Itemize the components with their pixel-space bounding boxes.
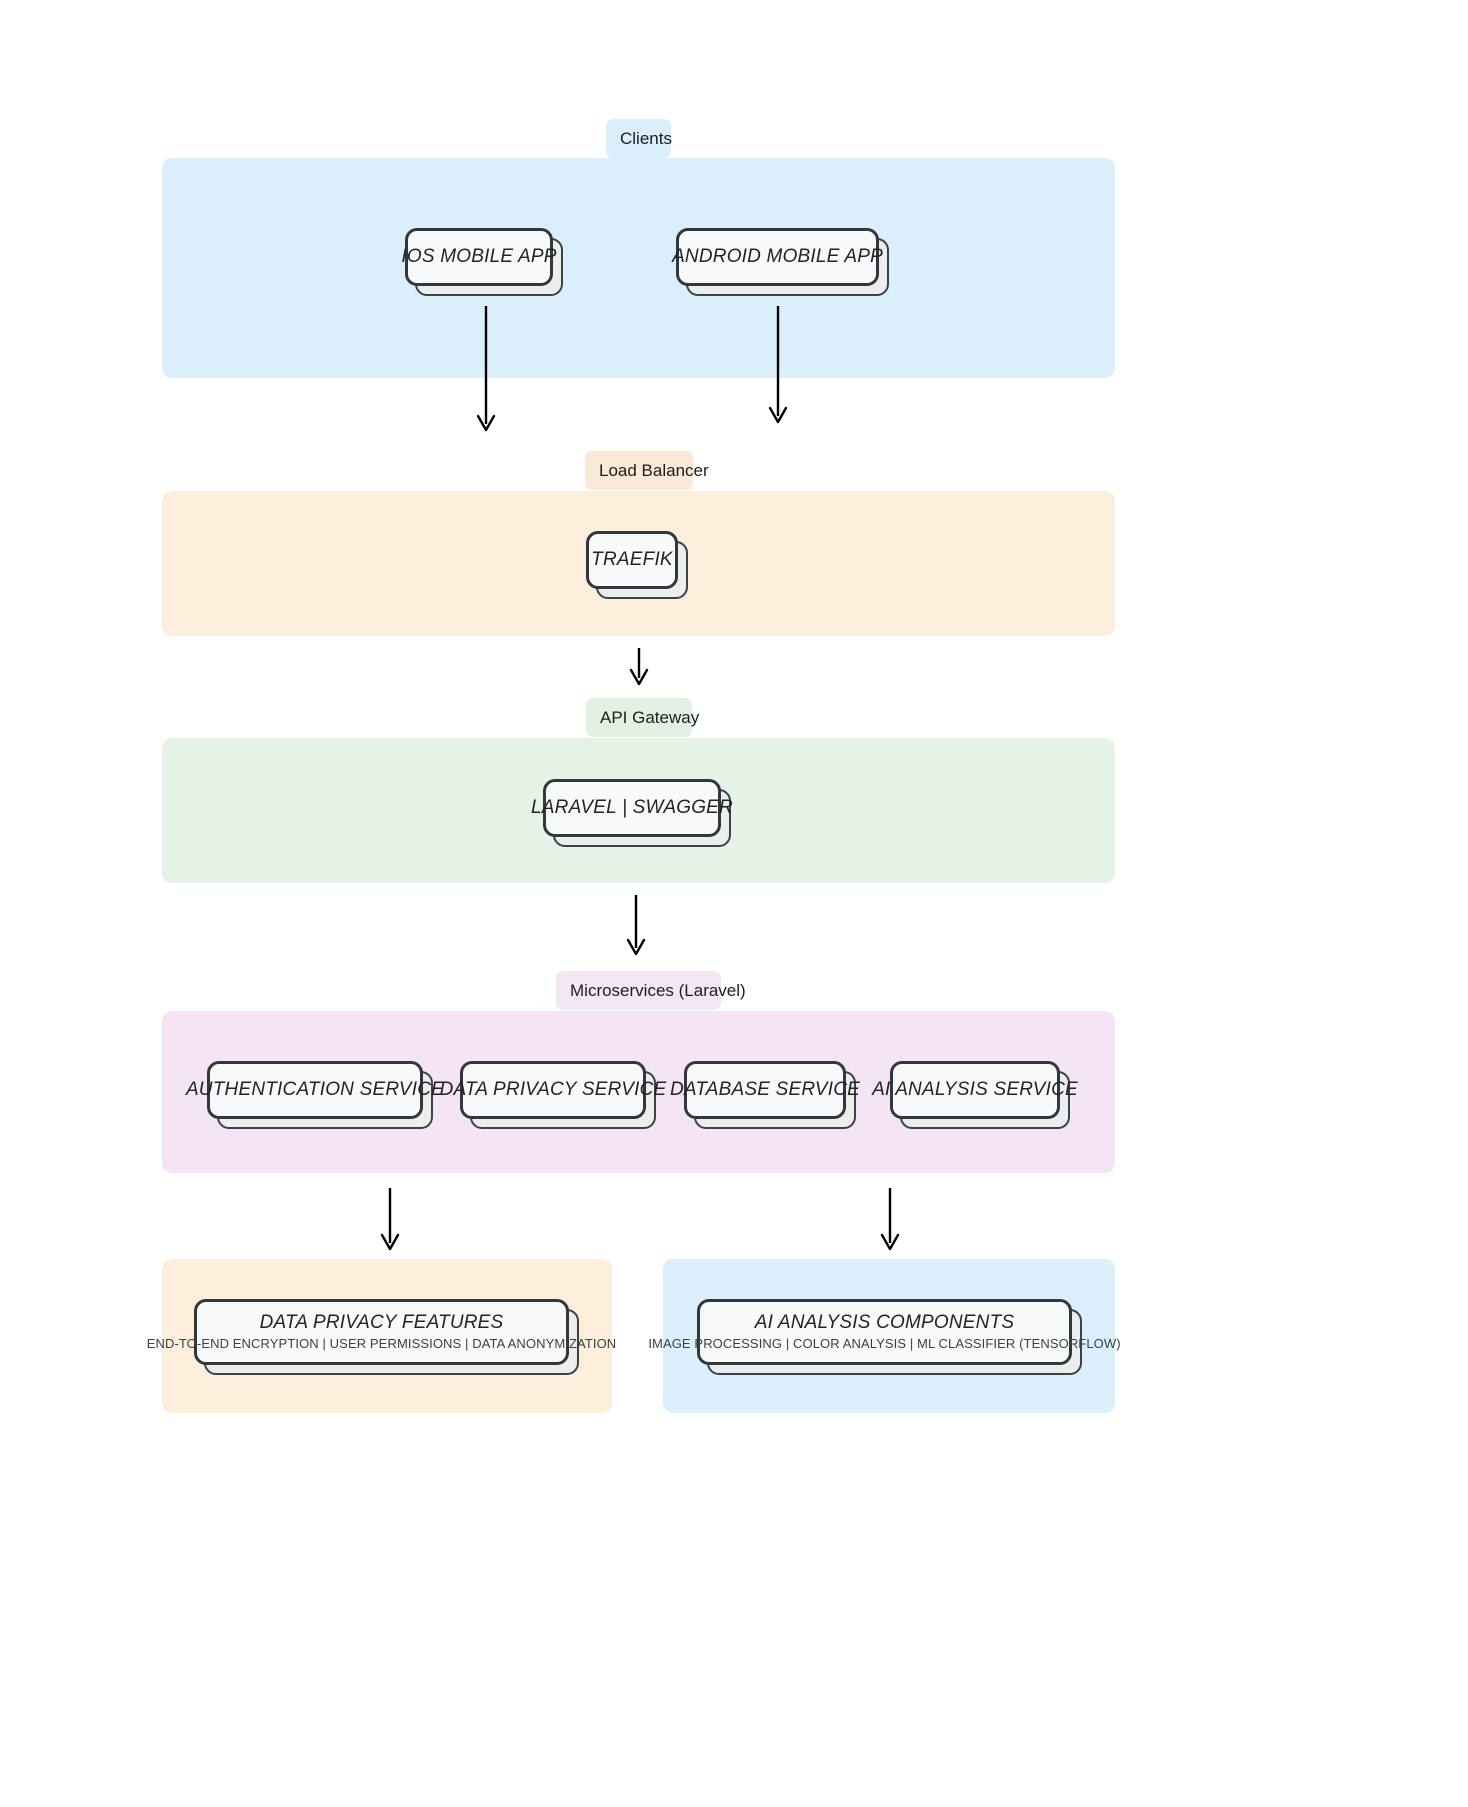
node-title: AI ANALYSIS SERVICE [872, 1079, 1078, 1101]
node-data-privacy-features[interactable]: DATA PRIVACY FEATURES END-TO-END ENCRYPT… [147, 1299, 616, 1375]
node-ios-mobile-app[interactable]: IOS MOBILE APP [401, 228, 563, 296]
node-title: ANDROID MOBILE APP [672, 246, 883, 268]
subgraph-label-load-balancer: Load Balancer [585, 451, 709, 490]
subgraph-label-load-balancer-text: Load Balancer [599, 461, 709, 480]
node-laravel-swagger[interactable]: LARAVEL | SWAGGER [531, 779, 733, 847]
node-title: LARAVEL | SWAGGER [531, 797, 733, 819]
node-card-front: AI ANALYSIS COMPONENTS IMAGE PROCESSING … [648, 1299, 1121, 1365]
subgraph-label-microservices-text: Microservices (Laravel) [570, 981, 746, 1000]
node-subtitle: IMAGE PROCESSING | COLOR ANALYSIS | ML C… [648, 1336, 1121, 1352]
node-android-mobile-app[interactable]: ANDROID MOBILE APP [672, 228, 889, 296]
edge-ai-analysis-service-to-components [874, 1188, 906, 1256]
edge-android-to-traefik [762, 306, 794, 431]
node-title: DATABASE SERVICE [669, 1079, 861, 1101]
node-card-front: DATA PRIVACY SERVICE [440, 1061, 666, 1119]
edge-ios-to-traefik [470, 306, 502, 436]
node-card-front: AI ANALYSIS SERVICE [872, 1061, 1078, 1119]
node-title: DATA PRIVACY SERVICE [439, 1079, 667, 1101]
edge-api-gateway-to-microservices [620, 895, 652, 960]
node-traefik[interactable]: TRAEFIK [586, 531, 688, 599]
node-ai-analysis-components[interactable]: AI ANALYSIS COMPONENTS IMAGE PROCESSING … [648, 1299, 1121, 1375]
subgraph-label-clients: Clients [606, 119, 672, 158]
node-authentication-service[interactable]: AUTHENTICATION SERVICE [186, 1061, 444, 1129]
subgraph-label-api-gateway-text: API Gateway [600, 708, 700, 727]
node-card-front: LARAVEL | SWAGGER [531, 779, 733, 837]
node-card-front: TRAEFIK [586, 531, 678, 589]
node-card-front: DATA PRIVACY FEATURES END-TO-END ENCRYPT… [147, 1299, 616, 1365]
edge-data-privacy-service-to-features [374, 1188, 406, 1256]
subgraph-label-clients-text: Clients [620, 129, 672, 148]
node-ai-analysis-service[interactable]: AI ANALYSIS SERVICE [872, 1061, 1078, 1129]
subgraph-clients [162, 158, 1115, 378]
node-card-front: DATABASE SERVICE [670, 1061, 860, 1119]
node-title: TRAEFIK [591, 549, 673, 571]
node-card-front: ANDROID MOBILE APP [672, 228, 883, 286]
node-card-front: IOS MOBILE APP [401, 228, 556, 286]
node-title: IOS MOBILE APP [401, 246, 557, 268]
node-title: AUTHENTICATION SERVICE [185, 1079, 445, 1101]
node-data-privacy-service[interactable]: DATA PRIVACY SERVICE [440, 1061, 666, 1129]
node-title: AI ANALYSIS COMPONENTS [754, 1311, 1015, 1333]
node-subtitle: END-TO-END ENCRYPTION | USER PERMISSIONS… [146, 1336, 617, 1352]
subgraph-label-api-gateway: API Gateway [586, 698, 699, 737]
node-title: DATA PRIVACY FEATURES [259, 1311, 504, 1333]
node-database-service[interactable]: DATABASE SERVICE [670, 1061, 860, 1129]
node-card-front: AUTHENTICATION SERVICE [186, 1061, 444, 1119]
subgraph-label-microservices: Microservices (Laravel) [556, 971, 746, 1010]
edge-traefik-to-api-gateway [623, 648, 655, 690]
